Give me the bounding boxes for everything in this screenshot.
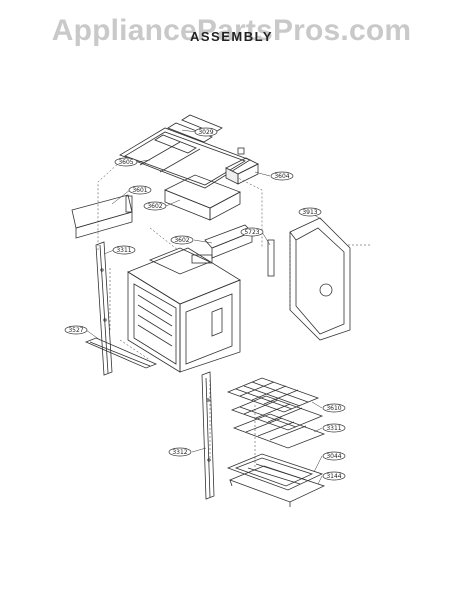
callout-5723 xyxy=(240,227,264,237)
leader-lines xyxy=(85,129,323,485)
diagram-title: ASSEMBLY xyxy=(189,29,274,44)
lower-rail-part xyxy=(201,371,215,500)
callout-3602b xyxy=(170,235,194,245)
callout-label-3602a: 3602 xyxy=(147,203,162,210)
callout-3601 xyxy=(128,185,152,195)
vertical-strip-part xyxy=(267,239,275,277)
oven-cavity xyxy=(127,247,241,373)
pan-base-part xyxy=(228,465,326,507)
callout-3144 xyxy=(322,471,346,481)
watermark: AppliancePartsPros.com xyxy=(51,14,412,47)
callout-3312 xyxy=(168,447,192,457)
callout-label-3312: 3312 xyxy=(172,449,187,456)
callout-label-3601: 3601 xyxy=(132,187,147,194)
oven-rack-lower xyxy=(230,395,324,431)
callout-label-3602b: 3602 xyxy=(174,237,189,244)
shroud-part xyxy=(164,174,241,221)
callout-label-3029: 3029 xyxy=(198,129,213,136)
callout-label-5723: 5723 xyxy=(244,229,259,236)
callout-3044 xyxy=(322,451,346,461)
callout-label-3527: 3527 xyxy=(68,327,83,334)
callout-3610 xyxy=(322,403,346,413)
callout-3029 xyxy=(194,127,218,137)
callout-label-3311a: 3311 xyxy=(116,247,131,254)
left-rail-part xyxy=(95,241,113,376)
control-box-part xyxy=(225,147,259,185)
slide-rack-part xyxy=(232,413,326,449)
callout-label-3604: 3604 xyxy=(274,173,289,180)
oven-rack-upper xyxy=(226,377,320,413)
guide-lines xyxy=(97,161,370,470)
callout-3913 xyxy=(298,207,322,217)
bottom-trim-part xyxy=(84,337,158,369)
callout-labels: 3029 3605 3604 3601 3602 3913 3311 3602 … xyxy=(68,129,341,480)
callout-label-3610: 3610 xyxy=(326,405,341,412)
callout-3311a xyxy=(112,245,136,255)
callout-3605 xyxy=(114,157,138,167)
callout-label-3044: 3044 xyxy=(326,453,341,460)
callout-markers xyxy=(64,127,346,481)
callout-label-3144: 3144 xyxy=(326,473,341,480)
side-panel-part xyxy=(289,217,351,341)
callout-3527 xyxy=(64,325,88,335)
callout-3604 xyxy=(270,171,294,181)
callout-label-3605: 3605 xyxy=(118,159,133,166)
bracket-left-part xyxy=(71,194,133,239)
callout-3311b xyxy=(322,423,346,433)
callout-label-3913: 3913 xyxy=(302,209,317,216)
callout-label-3311b: 3311 xyxy=(326,425,341,432)
callout-3602a xyxy=(143,201,167,211)
